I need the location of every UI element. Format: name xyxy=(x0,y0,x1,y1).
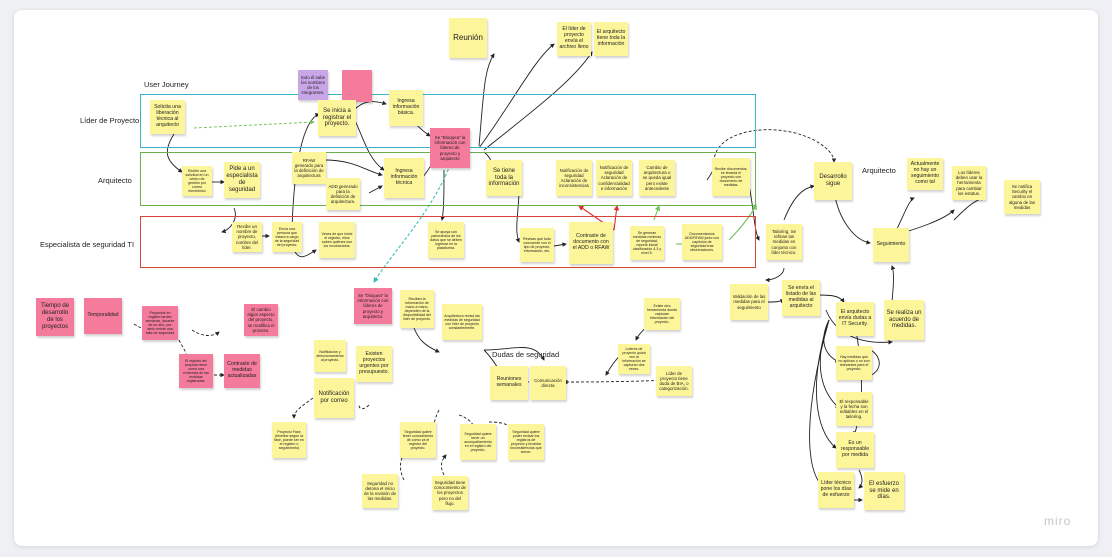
sticky-note[interactable]: El arquitecto envía dudas a IT Security. xyxy=(836,302,874,336)
sticky-note[interactable]: Ingresa información básica. xyxy=(389,90,423,126)
sticky-note[interactable]: Líder técnico pone los días de esfuerzo xyxy=(818,472,854,508)
sticky-note[interactable]: Se inicia a registrar el proyecto. xyxy=(318,100,356,136)
sticky-note[interactable]: Se "bloquea" la información con líderes … xyxy=(354,288,392,324)
sticky-note[interactable]: Recibe un nombre de proyecto, nombre del… xyxy=(232,222,262,252)
sticky-note[interactable]: El líder de proyecto envía el archivo ll… xyxy=(557,22,591,56)
sticky-note[interactable]: Recibe documentos, se levanta el proyect… xyxy=(712,158,750,196)
sticky-note[interactable]: Desarrollo sigue xyxy=(814,162,852,200)
sticky-note[interactable]: Reuniones semanales xyxy=(490,366,528,400)
sticky-note[interactable]: Se apoya con panorámica de los datos que… xyxy=(428,222,464,258)
sticky-note[interactable]: Validación de las medidas para el seguim… xyxy=(730,284,768,320)
sticky-note[interactable]: Existe otra herramienta donde capturan i… xyxy=(644,298,680,330)
sticky-note[interactable]: El registro del proyecto tiene como una … xyxy=(179,354,213,388)
sticky-note[interactable]: Solo él sabe los nombres de los integran… xyxy=(298,70,328,100)
sticky-note[interactable]: Pide a un especialista de seguridad xyxy=(224,162,260,198)
lane-label-arquitecto: Arquitecto xyxy=(98,176,132,185)
sticky-note[interactable]: Documentamos ADD/RFAW junto con capítulo… xyxy=(682,224,722,260)
sticky-note[interactable]: Seguridad no detona el inicio de la revi… xyxy=(362,474,398,508)
sticky-note[interactable]: Arquitectura revisa las medidas de segur… xyxy=(442,304,482,340)
sticky-note[interactable]: Se "Bloquea" la información con líderes … xyxy=(430,128,470,168)
user-journey-title: User Journey xyxy=(144,80,189,89)
sticky-note[interactable]: RFAW generado para la definición de arqu… xyxy=(292,152,326,184)
sticky-note[interactable]: Envía una persona que estará a cargo de … xyxy=(272,222,302,252)
sticky-note[interactable]: Seguimiento xyxy=(873,228,909,262)
sticky-note[interactable]: Hay medidas que no aplican o no son rele… xyxy=(836,346,872,380)
sticky-note[interactable]: Solicita una liberación técnica al arqui… xyxy=(150,100,185,134)
sticky-note[interactable]: Ingresa información técnica xyxy=(384,158,424,198)
sticky-note[interactable]: Tiempo de desarrollo de los proyectos xyxy=(36,298,74,336)
lane-label-especialista: Especialista de seguridad TI xyxy=(40,240,135,249)
sticky-note[interactable]: Proyectos en registro tardan semanas, du… xyxy=(142,306,178,340)
sticky-note[interactable]: Actualmente no hay un seguimiento como t… xyxy=(907,158,943,190)
sticky-note[interactable]: Seguridad quiere tener un acompañamiento… xyxy=(460,424,496,460)
sticky-note[interactable]: Notificación de seguridad Aclaración de … xyxy=(596,160,632,196)
label-arquitecto-right: Arquitecto xyxy=(862,166,896,175)
sticky-note[interactable]: Contraste de documento con el ADD o RFAW xyxy=(569,222,613,264)
sticky-note[interactable] xyxy=(342,70,372,102)
sticky-note[interactable]: Recibe una solicitud en un centro de ges… xyxy=(182,166,212,196)
sticky-note[interactable]: Existen proyectos urgentes por presupues… xyxy=(356,346,392,382)
sticky-note[interactable]: Reunión xyxy=(449,18,487,58)
sticky-note[interactable]: Notificación y direccionamiento al proye… xyxy=(314,340,346,372)
sticky-note[interactable]: ADD generado para la definición de arqui… xyxy=(326,178,360,210)
sticky-note[interactable]: Contraste de medidas actualizadas xyxy=(224,354,260,388)
sticky-note[interactable]: Se envía el listado de las medidas al ar… xyxy=(782,280,820,316)
sticky-note[interactable]: Se realiza un acuerdo de medidas. xyxy=(884,300,924,340)
sticky-note[interactable]: El arquitecto tiene toda la información xyxy=(594,22,628,56)
lane-especialista[interactable] xyxy=(140,216,756,268)
sticky-note[interactable]: Revisan que todo concuerde con el tipo d… xyxy=(520,228,554,262)
sticky-note[interactable]: El cambio algún aspecto del proyecto, se… xyxy=(244,304,278,336)
sticky-note[interactable]: Notificación por correo xyxy=(314,378,354,418)
sticky-note[interactable]: Veces de que inicie el registro, ellos s… xyxy=(319,222,355,258)
sticky-note[interactable]: Seguridad tiene conocimiento de los proy… xyxy=(432,476,468,510)
sticky-note[interactable]: Líderes de proyecto quizá ven la informa… xyxy=(618,344,650,374)
sticky-note[interactable]: Se tiene toda la información xyxy=(486,160,522,196)
sticky-note[interactable]: Se generan medidas mínimas de seguridad,… xyxy=(630,226,664,260)
label-dudas-de-seguridad: Dudas de seguridad xyxy=(492,350,560,359)
miro-logo: miro xyxy=(1044,514,1072,528)
sticky-note[interactable]: Cambio de arquitectura o se queda igual … xyxy=(639,160,675,196)
connector-layer xyxy=(133,43,985,503)
sticky-note[interactable]: Comunicación directa xyxy=(530,366,566,400)
lane-label-lider: Líder de Proyecto xyxy=(80,116,140,125)
sticky-note[interactable]: Proyecto Fase (timeline según la fase, p… xyxy=(272,422,306,458)
sticky-note[interactable]: Es un responsable por medida xyxy=(836,432,874,468)
sticky-note[interactable]: Seguridad quiere tener conocimiento de c… xyxy=(400,422,436,458)
sticky-note[interactable]: Se notifica Security el cambio en alguna… xyxy=(1004,180,1040,214)
sticky-note[interactable]: Temporalidad xyxy=(84,298,122,334)
sticky-note[interactable]: El responsable y la fecha son editables … xyxy=(836,392,872,426)
sticky-note[interactable]: Líder de proyecto tiene duda de BIA, o c… xyxy=(656,366,692,396)
miro-board[interactable]: User Journey Líder de Proyecto Arquitect… xyxy=(14,10,1098,546)
sticky-note[interactable]: Seguridad quiere poder revisar los regis… xyxy=(508,424,544,460)
sticky-note[interactable]: Notificación de seguridad Aclaración de … xyxy=(556,160,592,196)
sticky-note[interactable]: El esfuerzo se mide en días. xyxy=(864,472,904,510)
sticky-note[interactable]: Los líderes deben usar la herramienta pa… xyxy=(952,166,986,200)
sticky-note[interactable]: Tailoring. Se refinan las medidas en con… xyxy=(766,224,802,260)
sticky-note[interactable]: Reciben la información de mano a mano, d… xyxy=(400,290,434,328)
